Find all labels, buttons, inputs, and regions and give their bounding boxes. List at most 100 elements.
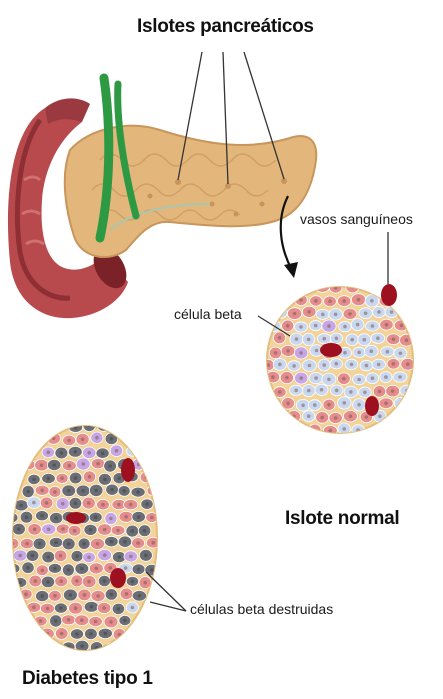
cell-nucleus	[109, 566, 113, 570]
normal-islet	[262, 281, 415, 437]
cell-nucleus	[307, 338, 311, 342]
cell-nucleus	[94, 516, 98, 520]
cell-nucleus	[150, 516, 154, 520]
cell-nucleus	[53, 490, 57, 494]
cell-nucleus	[364, 311, 368, 315]
islet-cell	[147, 486, 160, 496]
cell-nucleus	[74, 450, 78, 454]
blood-vessel	[381, 284, 397, 306]
cell-nucleus	[74, 476, 78, 480]
cell-nucleus	[365, 364, 369, 368]
islet-cell	[5, 513, 18, 523]
cell-nucleus	[39, 619, 43, 623]
cell-nucleus	[117, 555, 121, 559]
cell-nucleus	[152, 489, 156, 493]
cell-nucleus	[299, 325, 303, 329]
cell-nucleus	[392, 338, 396, 342]
cell-nucleus	[11, 567, 15, 571]
cell-nucleus	[59, 554, 63, 558]
cell-nucleus	[88, 475, 92, 479]
cell-nucleus	[378, 390, 382, 394]
cell-nucleus	[327, 378, 331, 382]
cell-nucleus	[386, 350, 390, 354]
cell-nucleus	[365, 415, 369, 419]
cell-nucleus	[89, 528, 93, 532]
cell-nucleus	[138, 594, 142, 598]
cell-nucleus	[143, 581, 147, 585]
cell-nucleus	[87, 556, 91, 560]
cell-nucleus	[75, 632, 79, 636]
cell-nucleus	[47, 451, 51, 455]
cell-nucleus	[40, 489, 44, 493]
cell-nucleus	[96, 462, 100, 466]
cell-nucleus	[399, 352, 403, 356]
cell-nucleus	[286, 402, 290, 406]
cell-nucleus	[59, 579, 63, 583]
cell-nucleus	[335, 389, 339, 393]
cell-nucleus	[335, 337, 339, 341]
cell-nucleus	[108, 464, 112, 468]
cell-nucleus	[47, 477, 51, 481]
cell-nucleus	[320, 388, 324, 392]
cell-nucleus	[102, 606, 106, 610]
cell-nucleus	[377, 363, 381, 367]
cell-nucleus	[320, 416, 324, 420]
cell-nucleus	[96, 594, 100, 598]
cell-nucleus	[75, 554, 79, 558]
cell-nucleus	[94, 620, 98, 624]
cell-nucleus	[87, 451, 91, 455]
cell-nucleus	[31, 554, 35, 558]
cell-nucleus	[406, 362, 410, 366]
vessels-label: vasos sanguíneos	[300, 211, 413, 227]
cell-nucleus	[53, 594, 57, 598]
cell-nucleus	[47, 527, 51, 531]
cell-nucleus	[54, 516, 58, 520]
cell-nucleus	[25, 515, 29, 519]
cell-nucleus	[40, 514, 44, 518]
cell-nucleus	[327, 403, 331, 407]
cell-nucleus	[87, 501, 91, 505]
cell-nucleus	[52, 463, 56, 467]
diabetes-type1-label: Diabetes tipo 1	[22, 668, 153, 690]
cell-nucleus	[137, 567, 141, 571]
cell-nucleus	[322, 363, 326, 367]
cell-nucleus	[321, 313, 325, 317]
islet-cell	[315, 281, 329, 292]
cell-nucleus	[117, 503, 121, 507]
cell-nucleus	[60, 451, 64, 455]
title: Islotes pancreáticos	[137, 16, 314, 38]
cell-nucleus	[46, 607, 50, 611]
cell-nucleus	[328, 300, 332, 304]
cell-nucleus	[314, 376, 318, 380]
cell-nucleus	[110, 540, 114, 544]
cell-nucleus	[61, 527, 65, 531]
cell-nucleus	[285, 376, 289, 380]
cell-nucleus	[124, 566, 128, 570]
cell-nucleus	[103, 528, 107, 532]
cell-nucleus	[80, 618, 84, 622]
cell-nucleus	[334, 416, 338, 420]
cell-nucleus	[45, 501, 49, 505]
cell-nucleus	[334, 313, 338, 317]
cell-nucleus	[131, 529, 135, 533]
cell-nucleus	[122, 489, 126, 493]
cell-nucleus	[329, 429, 333, 433]
cell-nucleus	[125, 592, 129, 596]
cell-nucleus	[33, 528, 37, 532]
beta-cell-label: célula beta	[174, 306, 242, 322]
cell-nucleus	[342, 427, 346, 431]
cell-nucleus	[67, 542, 71, 546]
cell-nucleus	[348, 312, 352, 316]
cell-nucleus	[371, 324, 375, 328]
cell-nucleus	[286, 349, 290, 353]
cell-nucleus	[67, 618, 71, 622]
cell-nucleus	[299, 376, 303, 380]
cell-nucleus	[363, 391, 367, 395]
cell-nucleus	[38, 542, 42, 546]
cell-nucleus	[53, 567, 57, 571]
cell-nucleus	[17, 527, 21, 531]
cell-nucleus	[96, 542, 100, 546]
cell-nucleus	[307, 414, 311, 418]
